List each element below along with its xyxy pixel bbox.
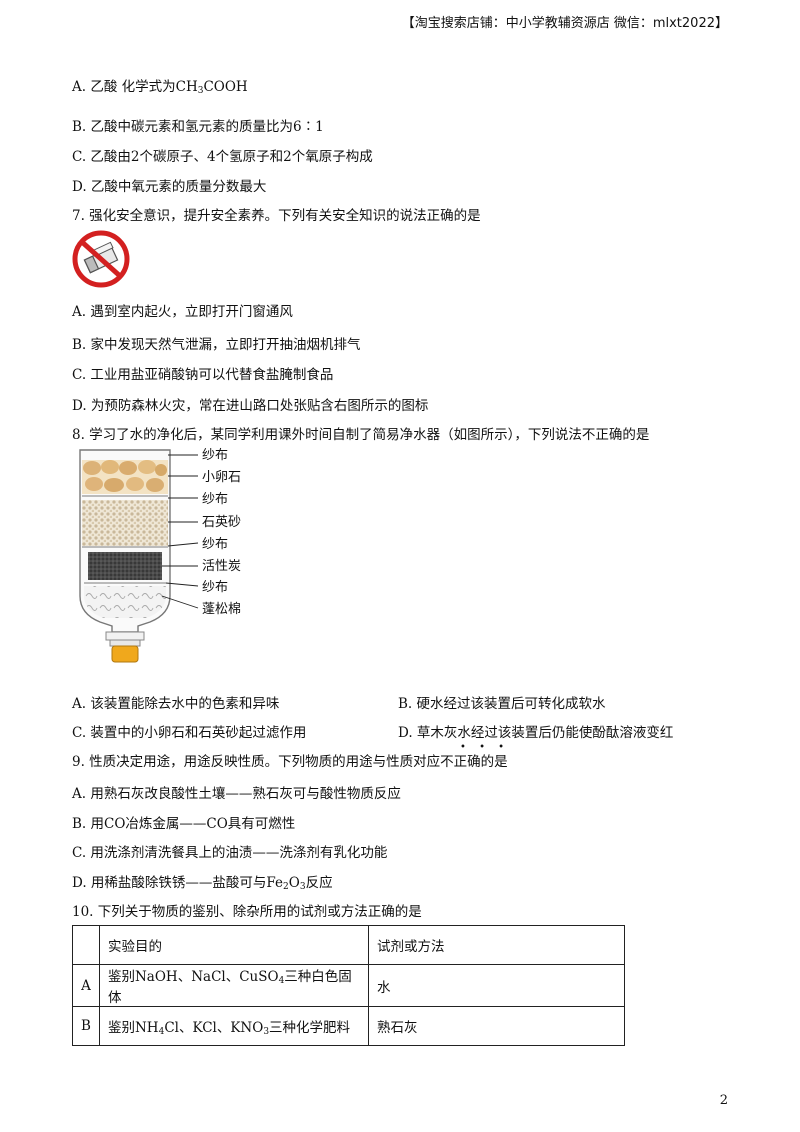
q6-option-d: D. 乙酸中氧元素的质量分数最大 (72, 179, 267, 195)
q7-stem: 7. 强化安全意识，提升安全素养。下列有关安全知识的说法正确的是 (72, 208, 481, 224)
label-pebbles: 小卵石 (202, 470, 241, 485)
table-header-method: 试剂或方法 (368, 925, 625, 965)
emphasis-dots: • • • (460, 742, 510, 753)
label-activated-carbon: 活性炭 (202, 559, 241, 574)
q8-option-b: B. 硬水经过该装置后可转化成软水 (398, 696, 606, 712)
table-row-key: B (72, 1006, 100, 1046)
label-cotton: 蓬松棉 (202, 602, 241, 617)
q6-option-b: B. 乙酸中碳元素和氢元素的质量比为6∶1 (72, 119, 324, 135)
q9-stem: 9. 性质决定用途，用途反映性质。下列物质的用途与性质对应不正确的是 (72, 754, 508, 770)
label-gauze-1: 纱布 (202, 448, 228, 463)
q9-option-c: C. 用洗涤剂清洗餐具上的油渍——洗涤剂有乳化功能 (72, 845, 388, 861)
label-gauze-3: 纱布 (202, 537, 228, 552)
table-row: A 鉴别NaOH、NaCl、CuSO4三种白色固体 水 (72, 964, 625, 1007)
q7-option-b: B. 家中发现天然气泄漏，立即打开抽油烟机排气 (72, 337, 361, 353)
table-row: B 鉴别NH4Cl、KCl、KNO3三种化学肥料 熟石灰 (72, 1006, 625, 1046)
table-header-purpose: 实验目的 (99, 925, 369, 965)
q8-option-a: A. 该装置能除去水中的色素和异味 (72, 696, 280, 712)
q6-option-a: A. 乙酸 化学式为CH3COOH (72, 79, 248, 96)
q7-option-d: D. 为预防森林火灾，常在进山路口处张贴含右图所示的图标 (72, 398, 429, 414)
q9-option-d: D. 用稀盐酸除铁锈——盐酸可与Fe2O3反应 (72, 875, 333, 892)
q8-option-c: C. 装置中的小卵石和石英砂起过滤作用 (72, 725, 307, 741)
table-row-method: 熟石灰 (368, 1006, 625, 1046)
q9-option-a: A. 用熟石灰改良酸性土壤——熟石灰可与酸性物质反应 (72, 786, 401, 802)
q8-option-d: D. 草木灰水经过该装置后仍能使酚酞溶液变红 (398, 725, 674, 741)
page-number: 2 (719, 1093, 728, 1108)
table-cell (72, 925, 100, 965)
label-gauze-2: 纱布 (202, 492, 228, 507)
label-quartz-sand: 石英砂 (202, 515, 241, 530)
table-header-row: 实验目的 试剂或方法 (72, 925, 625, 965)
q10-table: 实验目的 试剂或方法 A 鉴别NaOH、NaCl、CuSO4三种白色固体 水 B… (72, 925, 625, 1046)
page-header: 【淘宝搜索店铺：中小学教辅资源店 微信：mlxt2022】 (401, 16, 728, 31)
table-row-key: A (72, 964, 100, 1007)
q7-option-a: A. 遇到室内起火，立即打开门窗通风 (72, 304, 293, 320)
water-filter-diagram: 纱布 小卵石 纱布 石英砂 纱布 活性炭 纱布 蓬松棉 (79, 448, 241, 663)
q7-option-c: C. 工业用盐亚硝酸钠可以代替食盐腌制食品 (72, 367, 334, 383)
q9-option-b: B. 用CO冶炼金属——CO具有可燃性 (72, 816, 296, 832)
table-row-purpose: 鉴别NaOH、NaCl、CuSO4三种白色固体 (99, 964, 369, 1007)
q6-option-c: C. 乙酸由2个碳原子、4个氢原子和2个氧原子构成 (72, 149, 373, 165)
label-gauze-4: 纱布 (202, 580, 228, 595)
q8-stem: 8. 学习了水的净化后，某同学利用课外时间自制了简易净水器（如图所示），下列说法… (72, 427, 650, 443)
q10-stem: 10. 下列关于物质的鉴别、除杂所用的试剂或方法正确的是 (72, 904, 422, 920)
no-smoking-icon (72, 230, 130, 288)
table-row-method: 水 (368, 964, 625, 1007)
table-row-purpose: 鉴别NH4Cl、KCl、KNO3三种化学肥料 (99, 1006, 369, 1046)
